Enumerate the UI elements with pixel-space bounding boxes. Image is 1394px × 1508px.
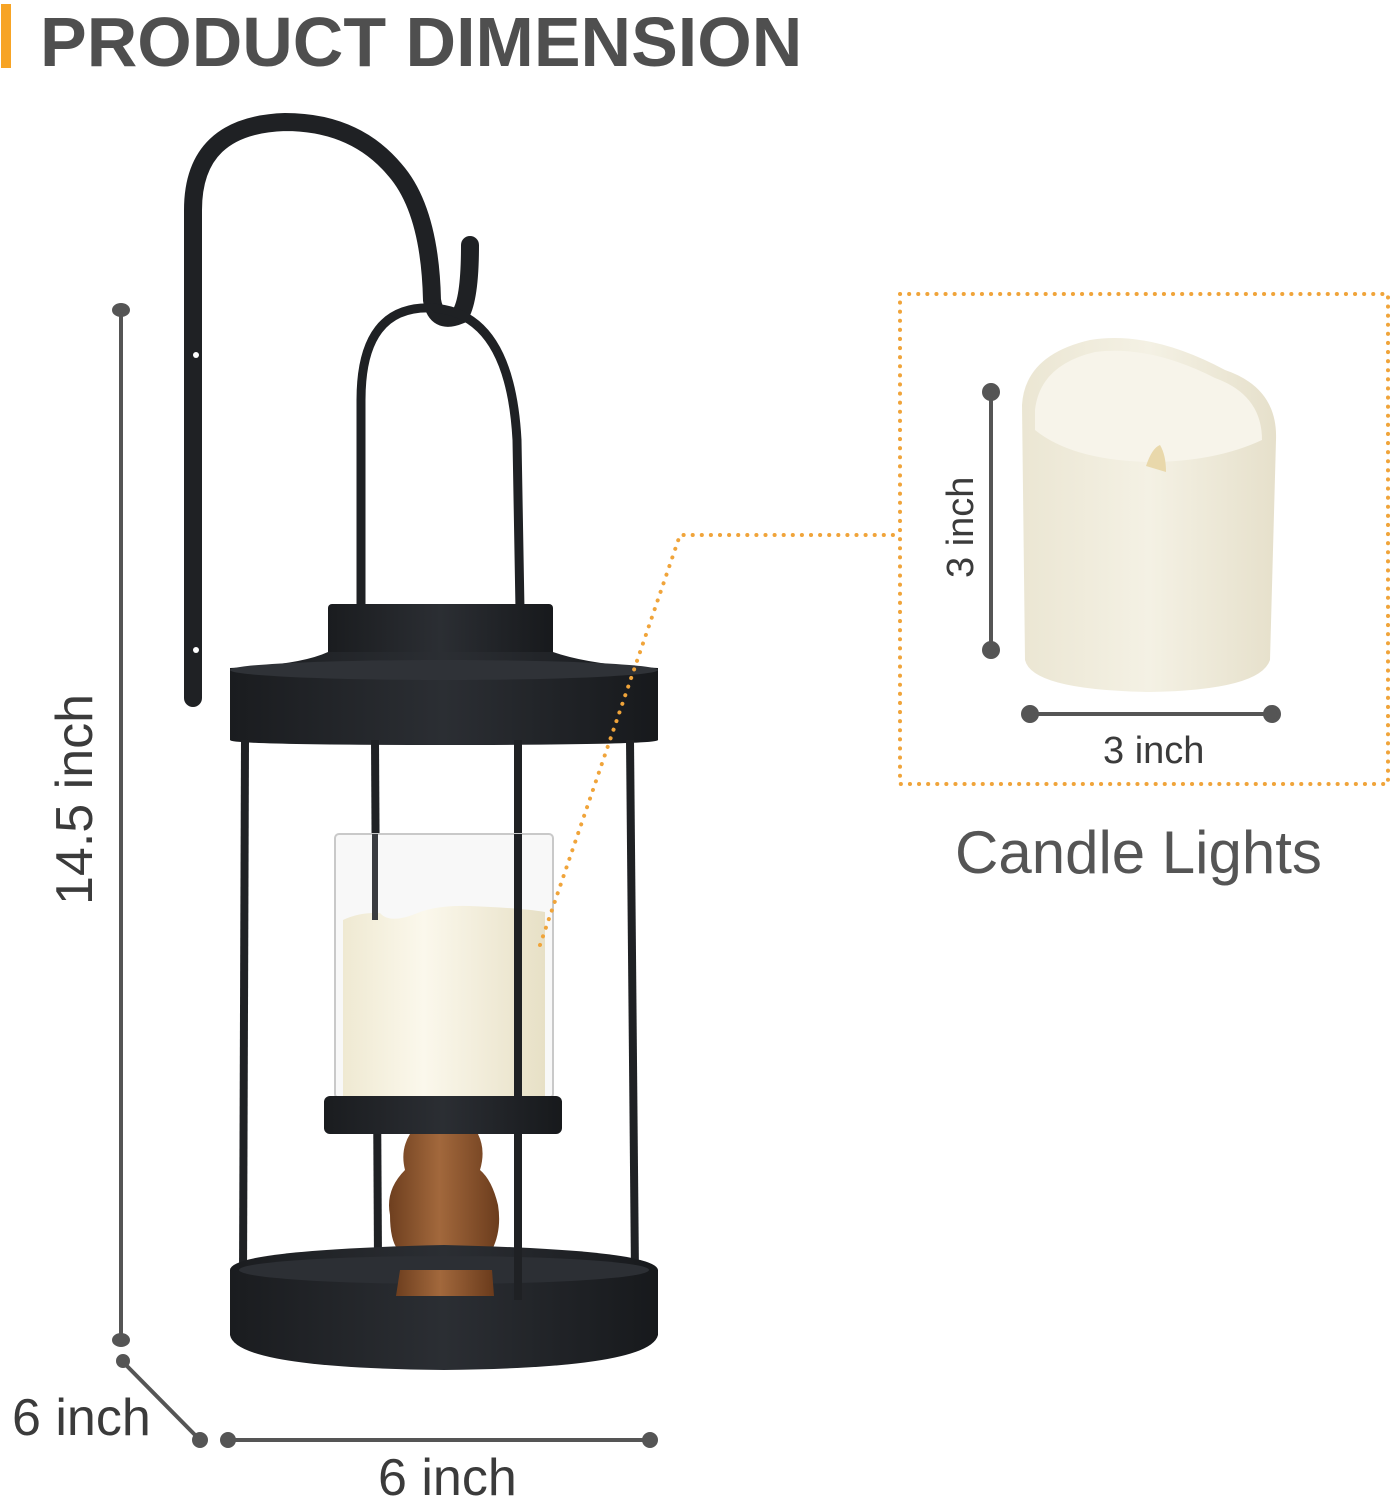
candle-caption: Candle Lights bbox=[955, 819, 1322, 886]
title-accent-bar bbox=[1, 4, 11, 68]
callout-line bbox=[538, 533, 897, 947]
dimension-lines bbox=[112, 303, 1281, 1448]
lantern-height-label: 14.5 inch bbox=[46, 693, 104, 905]
page-title: PRODUCT DIMENSION bbox=[40, 3, 803, 81]
lantern-candle bbox=[343, 905, 545, 1098]
lantern-depth-label: 6 inch bbox=[12, 1389, 151, 1447]
lantern-width-label: 6 inch bbox=[378, 1449, 517, 1507]
lantern-handle bbox=[356, 303, 525, 670]
candle-detail-frame bbox=[898, 292, 1390, 786]
lantern-top-cap bbox=[328, 604, 553, 664]
candle-width-label: 3 inch bbox=[1103, 730, 1205, 772]
candle-height-label: 3 inch bbox=[940, 476, 982, 578]
